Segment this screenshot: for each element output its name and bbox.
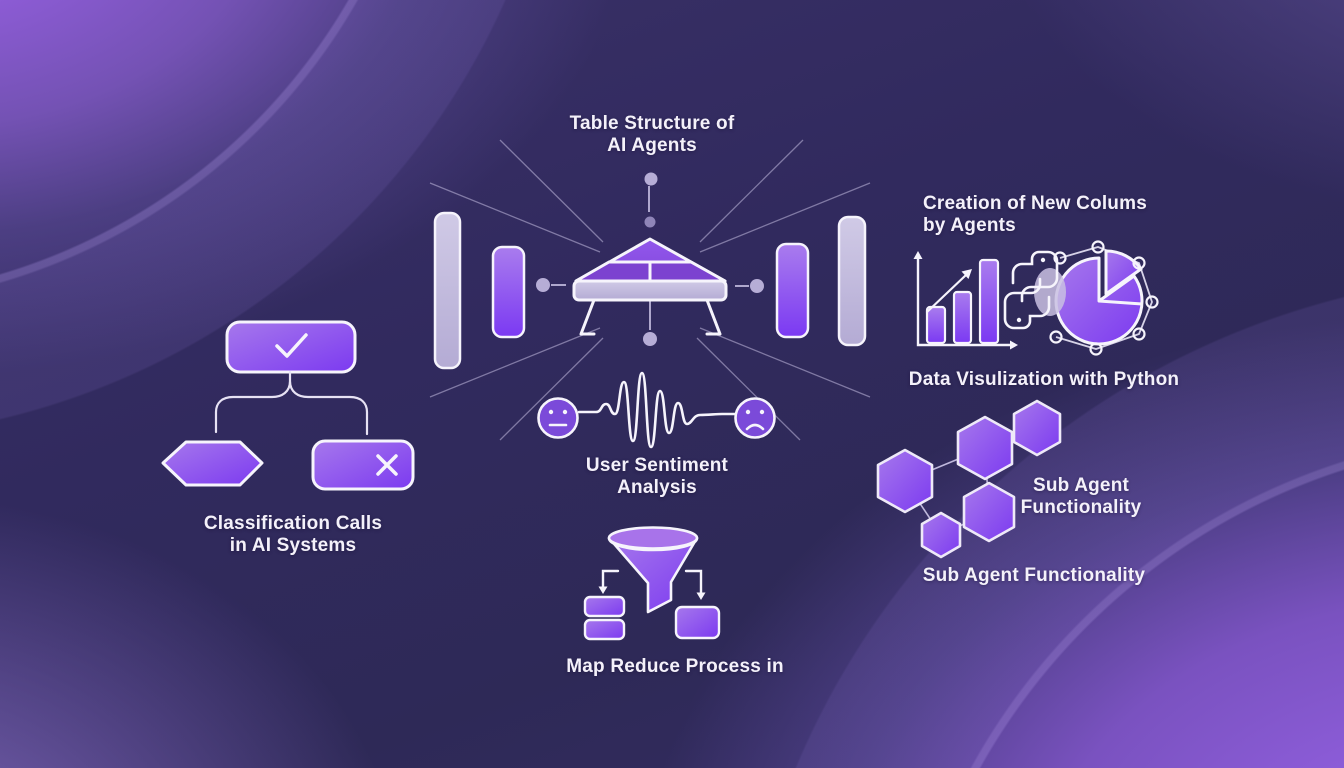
x-box — [311, 439, 415, 491]
ufo-leg-left — [579, 298, 596, 336]
waveform-icon — [577, 371, 738, 449]
classification-flowchart — [161, 320, 415, 491]
hexagon-node-icon — [920, 511, 962, 559]
hexagon-node-icon — [962, 481, 1016, 543]
label-table-structure: Table Structure of AI Agents — [569, 113, 735, 156]
map-output-boxes — [583, 595, 721, 641]
label-sub-agent-caption: Sub Agent Functionality — [922, 565, 1146, 586]
hexagon-node-icon — [876, 448, 934, 514]
connector-dots — [536, 172, 764, 346]
neutral-face-icon — [537, 397, 579, 439]
bar-chart-icon — [913, 251, 1018, 350]
table-ufo-icon — [572, 237, 728, 336]
starburst-lines — [429, 139, 871, 441]
decision-hexagon-icon — [161, 440, 264, 487]
column-bar-lavender-right — [837, 215, 867, 347]
label-map-reduce: Map Reduce Process in — [566, 656, 784, 677]
label-sub-agent: Sub Agent Functionality — [1020, 475, 1142, 518]
label-sentiment: User Sentiment Analysis — [585, 455, 729, 498]
sad-face-icon — [734, 397, 776, 439]
label-creation-columns: Creation of New Colums by Agents — [923, 193, 1147, 236]
map-reduce-icon — [583, 526, 721, 641]
map-arrow-right — [684, 569, 703, 596]
pie-chart-network-icon — [1049, 240, 1159, 356]
column-bar-lavender-left — [433, 211, 462, 370]
column-bar-purple-left — [491, 245, 526, 339]
sentiment-row — [537, 371, 776, 449]
hexagon-node-icon — [1012, 399, 1062, 457]
trend-arrow-icon — [925, 273, 968, 314]
checkmark-icon — [275, 333, 308, 358]
column-bars — [433, 211, 867, 370]
branch-connector — [214, 370, 369, 436]
checkmark-box — [225, 320, 357, 374]
label-classification: Classification Calls in AI Systems — [203, 513, 383, 556]
ufo-leg-right — [705, 298, 722, 336]
x-icon — [376, 454, 398, 476]
sub-agent-hexagons — [876, 399, 1062, 559]
column-bar-purple-right — [775, 242, 810, 339]
label-data-visualization: Data Visulization with Python — [908, 369, 1180, 390]
map-arrow-left — [601, 569, 620, 590]
hexagon-node-icon — [956, 415, 1014, 481]
python-icon — [1003, 250, 1066, 330]
